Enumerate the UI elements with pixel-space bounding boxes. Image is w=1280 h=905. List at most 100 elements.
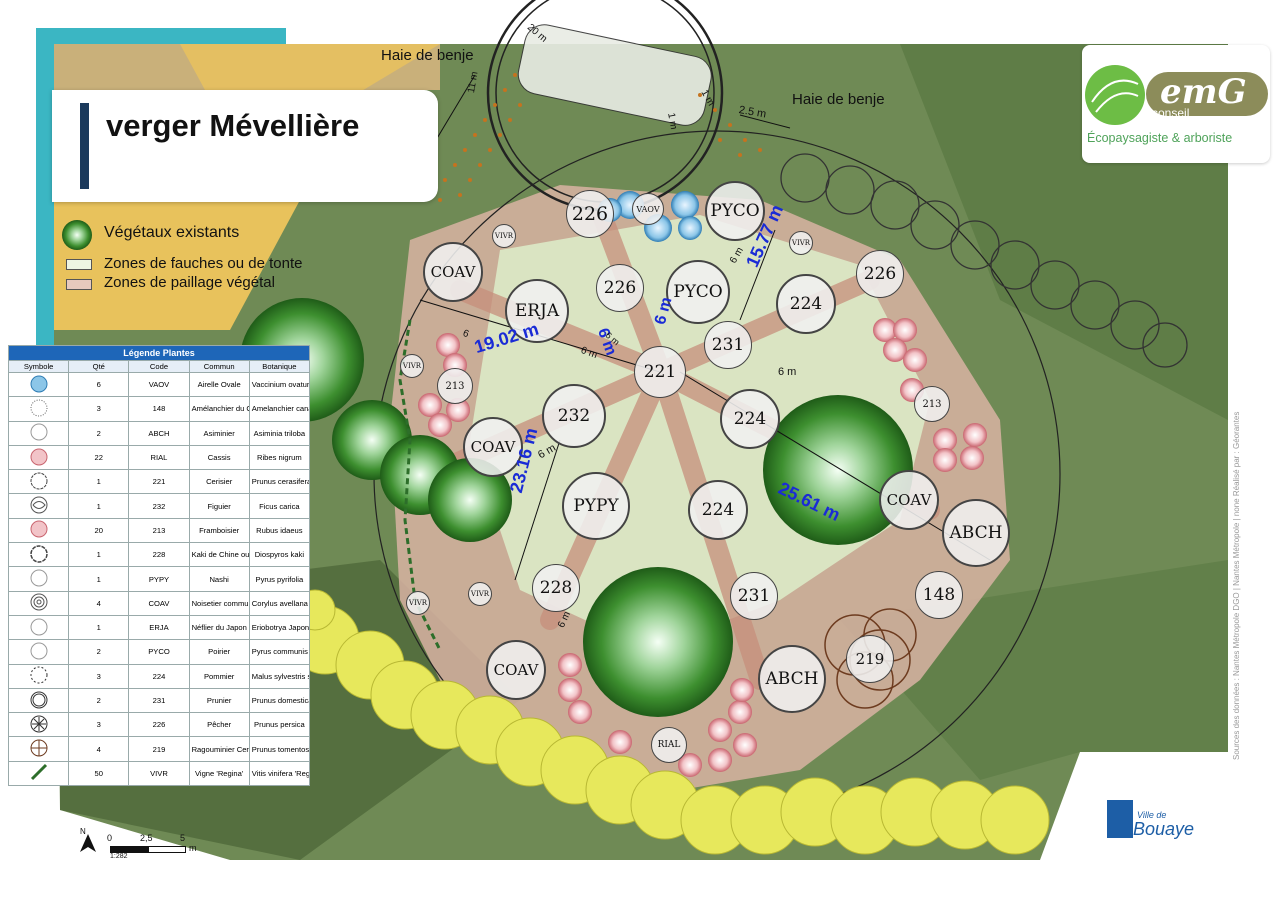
thin-circle-icon <box>7 420 70 446</box>
tree-code-label: VIVR <box>791 239 811 247</box>
plant-common: Nashi <box>188 566 250 592</box>
plant-code: 228 <box>128 542 190 568</box>
tree-code-label: 228 <box>539 578 573 598</box>
tree-code-label: 231 <box>711 335 745 355</box>
plant-common: Pommier <box>188 663 250 689</box>
tree-code-label: PYCO <box>710 201 760 221</box>
plant-botanic: Ficus carica <box>248 493 311 519</box>
plant-common: Vigne 'Regina' <box>188 760 250 787</box>
plant-code: PYPY <box>128 566 190 592</box>
hedge-dots <box>438 73 762 202</box>
tree-code-label: COAV <box>470 438 516 456</box>
plants-legend-table: Légende Plantes Symbole Qté Code Commun … <box>7 345 311 787</box>
star-circle-icon <box>7 712 70 738</box>
plant-botanic: Vitis vinifera 'Regina' <box>248 760 311 787</box>
tree-code-label: 219 <box>855 650 885 668</box>
plant-botanic: Prunus cerasifera <box>248 469 311 495</box>
plant-common: Néflier du Japon <box>188 614 250 641</box>
tree-symbol: COAV <box>463 417 523 477</box>
tree-symbol: 226 <box>566 190 614 238</box>
tree-code-label: 226 <box>603 278 637 298</box>
mulch-swatch <box>66 279 92 290</box>
bouaye-ville-de: Ville de <box>1137 810 1167 820</box>
tree-symbol: VIVR <box>468 582 492 606</box>
tree-symbol: 224 <box>720 389 780 449</box>
pink-shrubs <box>418 318 987 777</box>
tree-symbol: 213 <box>914 386 950 422</box>
data-credits: Sources des données : Nantes Métropole D… <box>1232 411 1241 760</box>
north-label: N <box>80 827 86 836</box>
tree-code-label: 213 <box>922 398 942 410</box>
legend-fauche: Zones de fauches ou de tonte <box>104 255 303 272</box>
tree-symbol: 224 <box>776 274 836 334</box>
plant-qty: 4 <box>68 590 130 616</box>
plant-code: 213 <box>128 517 190 544</box>
plant-qty: 4 <box>68 736 130 762</box>
tree-symbol: VAOV <box>632 193 664 225</box>
tree-code-label: 221 <box>643 362 677 382</box>
plant-botanic: Vaccinium ovatum <box>248 371 311 398</box>
dashed-circle-icon <box>7 663 70 689</box>
legend-existing: Végétaux existants <box>104 224 240 241</box>
tree-symbol: 232 <box>542 384 606 448</box>
plant-botanic: Amelanchier canadensis <box>248 396 311 422</box>
blue-blob-icon <box>7 371 70 398</box>
tree-symbol: 231 <box>704 321 752 369</box>
tree-symbol: 231 <box>730 572 778 620</box>
double-circle-icon <box>7 687 70 714</box>
emg-wordmark-bg <box>1146 72 1268 116</box>
plant-common: Noisetier commun <box>188 590 250 616</box>
plant-botanic: Pyrus communis <box>248 639 311 665</box>
yellow-hedge <box>290 589 1050 855</box>
plant-qty: 2 <box>68 639 130 665</box>
plant-common: Poirier <box>188 639 250 665</box>
plant-code: 232 <box>128 493 190 519</box>
lawn-swatch <box>66 259 92 270</box>
tree-symbol: 224 <box>688 480 748 540</box>
scale-unit: m <box>189 843 197 853</box>
emg-tagline: Écopaysagiste & arboriste <box>1087 131 1233 145</box>
plant-qty: 50 <box>68 760 130 787</box>
tree-symbol: 219 <box>846 635 894 683</box>
scalloped-circle-icon <box>7 469 70 495</box>
hedge-label-right: Haie de benje <box>792 91 885 108</box>
dotted-ring-icon <box>7 396 70 422</box>
tree-code-label: 226 <box>571 203 609 225</box>
plant-qty: 6 <box>68 371 130 398</box>
scale-ratio: 1:282 <box>110 853 128 860</box>
plant-common: Prunier <box>188 687 250 714</box>
tree-symbol: VIVR <box>789 231 813 255</box>
plant-code: ERJA <box>128 614 190 641</box>
plant-common: Cerisier <box>188 469 250 495</box>
tree-code-label: ABCH <box>949 523 1003 543</box>
col-botanique: Botanique <box>248 360 311 373</box>
yellow-field <box>54 200 300 330</box>
tree-code-label: 224 <box>733 409 767 429</box>
plant-qty: 1 <box>68 469 130 495</box>
plant-qty: 22 <box>68 444 130 471</box>
plant-common: Cassis <box>188 444 250 471</box>
plant-code: RIAL <box>128 444 190 471</box>
thin-circle-icon <box>7 614 70 641</box>
plant-code: COAV <box>128 590 190 616</box>
tree-code-label: COAV <box>886 491 932 509</box>
emg-leaf-logo-icon <box>1085 65 1145 125</box>
spoked-circle-icon <box>7 736 70 762</box>
tree-symbol: 148 <box>915 571 963 619</box>
plant-botanic: Asiminia triloba <box>248 420 311 446</box>
emg-conseil: conseil <box>1152 106 1190 120</box>
plant-code: PYCO <box>128 639 190 665</box>
plant-botanic: Diospyros kaki <box>248 542 311 568</box>
plant-botanic: Eriobotrya Japonica <box>248 614 311 641</box>
plant-common: Airelle Ovale <box>188 371 250 398</box>
